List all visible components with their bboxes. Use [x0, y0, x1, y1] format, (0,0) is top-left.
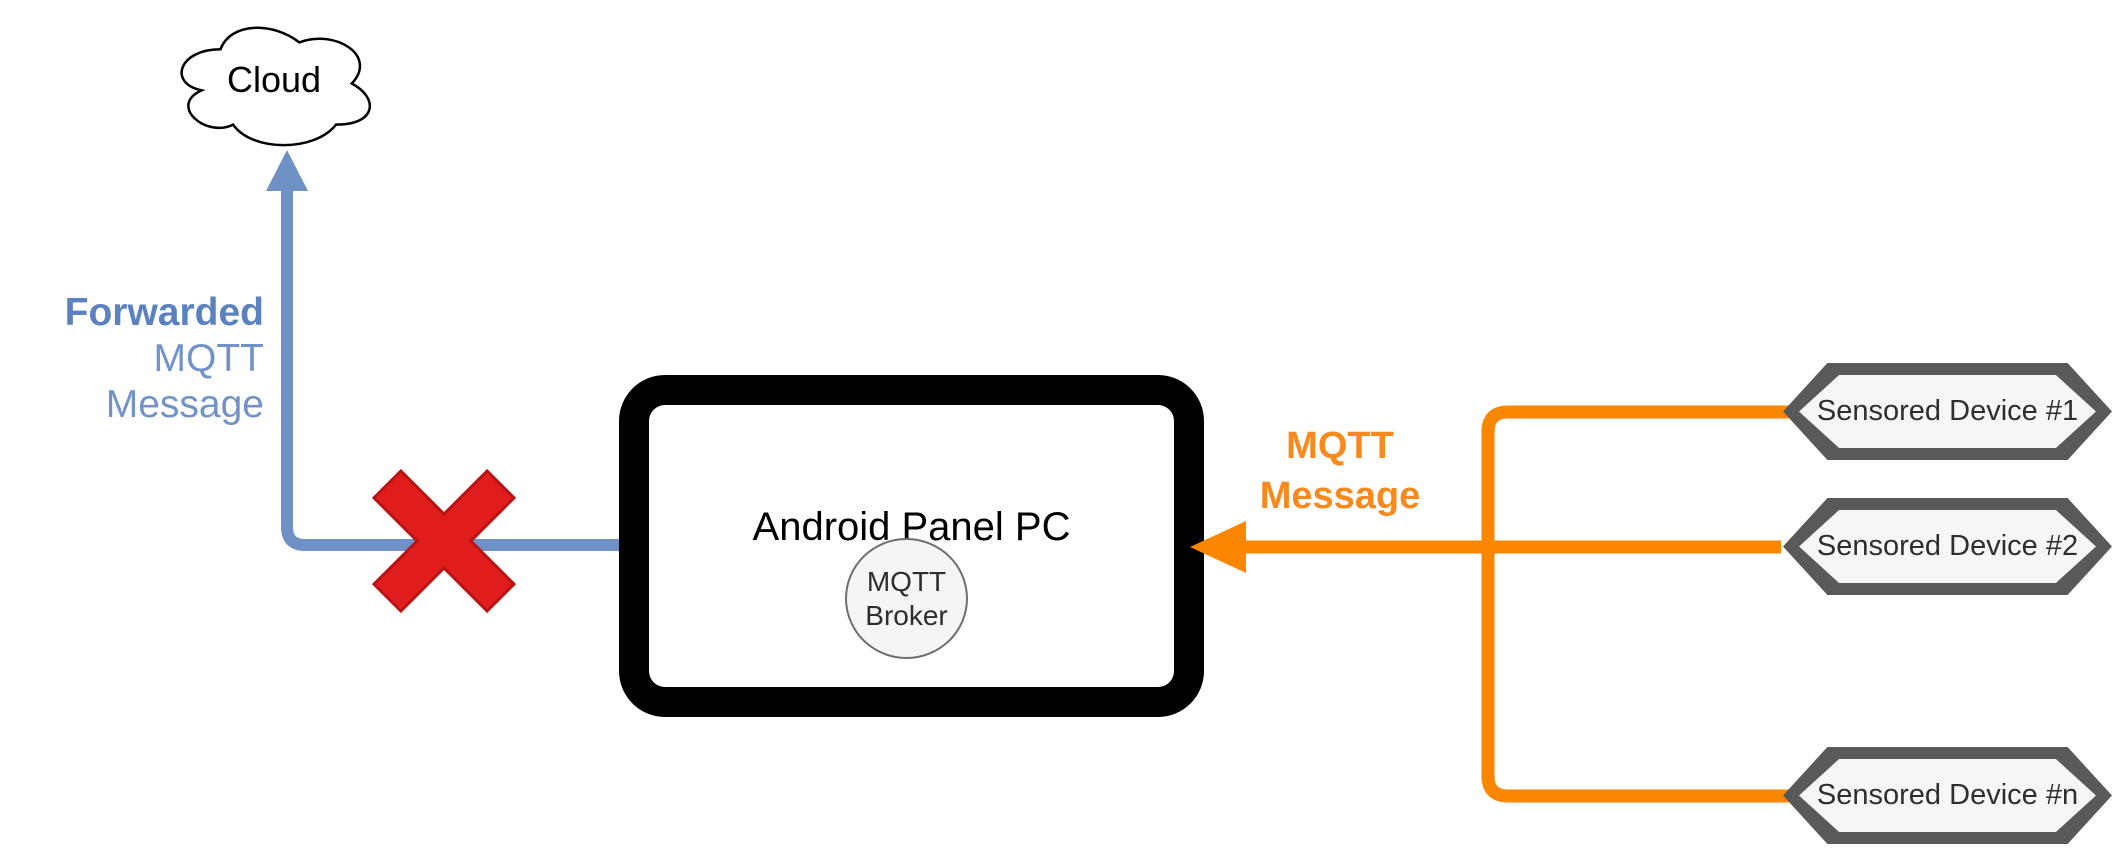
mqtt-broker-node: MQTT Broker [845, 538, 968, 659]
forwarded-message-label: Forwarded MQTT Message [18, 290, 264, 428]
cloud-node-label: Cloud [226, 59, 322, 100]
mqtt-connector-arrowhead [1190, 521, 1246, 573]
forwarded-message-line2: MQTT [153, 337, 264, 380]
forwarded-connector-arrowhead [266, 150, 308, 191]
cloud-shape [180, 26, 371, 147]
mqtt-broker-line1: MQTT [866, 565, 947, 597]
mqtt-broker-line2: Broker [865, 599, 948, 631]
forwarded-connector-line [281, 189, 632, 551]
sensored-device-n-label: Sensored Device #n [1799, 759, 2096, 832]
sensored-device-1-node: Sensored Device #1 [1783, 363, 2112, 460]
sensored-device-n-node: Sensored Device #n [1783, 747, 2112, 844]
sensored-device-2-node: Sensored Device #2 [1783, 498, 2112, 595]
forwarded-message-line1: Forwarded [64, 291, 264, 334]
sensored-device-2-label: Sensored Device #2 [1799, 510, 2096, 583]
forwarded-message-line3: Message [105, 383, 264, 426]
mqtt-message-label: MQTT Message [1230, 421, 1450, 521]
sensored-device-1-label: Sensored Device #1 [1799, 375, 2096, 448]
device-trunk-connector [1481, 405, 1790, 803]
mqtt-message-line1: MQTT [1286, 425, 1394, 467]
blocked-x-icon [371, 468, 517, 614]
mqtt-message-line2: Message [1259, 475, 1421, 517]
